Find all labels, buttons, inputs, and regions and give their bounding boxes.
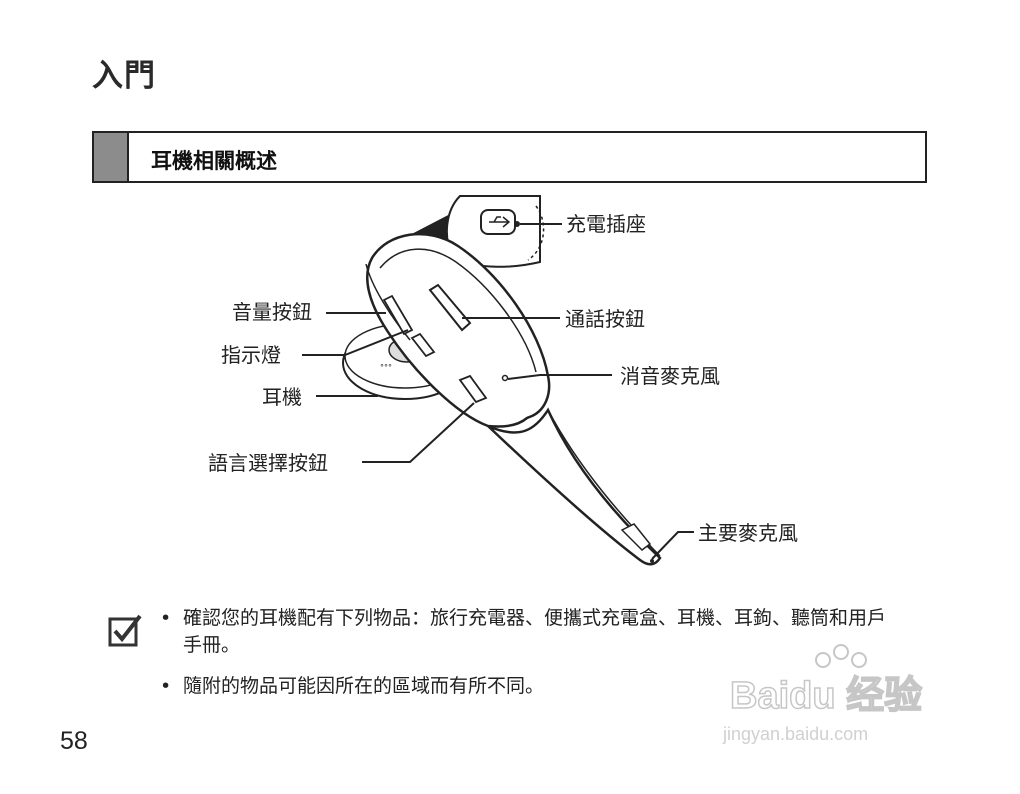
note-item: • 確認您的耳機配有下列物品：旅行充電器、便攜式充電盒、耳機、耳鉤、聽筒和用戶手… [158, 605, 903, 659]
baidu-watermark: Baidu 经验 jingyan.baidu.com [722, 644, 923, 744]
chapter-title: 入門 [92, 58, 156, 94]
headset-body [365, 232, 551, 428]
headset-boom [487, 407, 662, 566]
bullet-mark: • [160, 675, 172, 697]
label-volume-button: 音量按鈕 [232, 300, 312, 324]
bullet-mark: • [160, 607, 172, 629]
page-number: 58 [60, 727, 88, 755]
label-indicator-light: 指示燈 [221, 343, 281, 367]
paw-icon [815, 644, 867, 668]
note-text: 隨附的物品可能因所在的區域而有所不同。 [183, 675, 545, 697]
label-main-mic: 主要麥克風 [698, 521, 798, 545]
watermark-brand: Baidu 经验 [730, 675, 922, 717]
label-call-button: 通話按鈕 [565, 307, 645, 331]
label-language-button: 語言選擇按鈕 [208, 451, 328, 475]
section-tab [94, 133, 129, 181]
usb-icon [480, 209, 516, 235]
watermark-url: jingyan.baidu.com [722, 724, 868, 744]
note-text: 確認您的耳機配有下列物品：旅行充電器、便攜式充電盒、耳機、耳鉤、聽筒和用戶手冊。 [183, 607, 887, 656]
svg-text:°°°: °°° [380, 363, 392, 372]
label-charging-port: 充電插座 [566, 212, 646, 236]
label-mute-mic: 消音麥克風 [620, 364, 720, 388]
section-header: 耳機相關概述 [92, 131, 927, 183]
section-title: 耳機相關概述 [151, 149, 277, 173]
note-item: • 隨附的物品可能因所在的區域而有所不同。 [158, 673, 903, 700]
label-earpiece: 耳機 [262, 385, 302, 409]
note-list: • 確認您的耳機配有下列物品：旅行充電器、便攜式充電盒、耳機、耳鉤、聽筒和用戶手… [158, 605, 903, 700]
checkbox-check-icon [108, 614, 142, 647]
